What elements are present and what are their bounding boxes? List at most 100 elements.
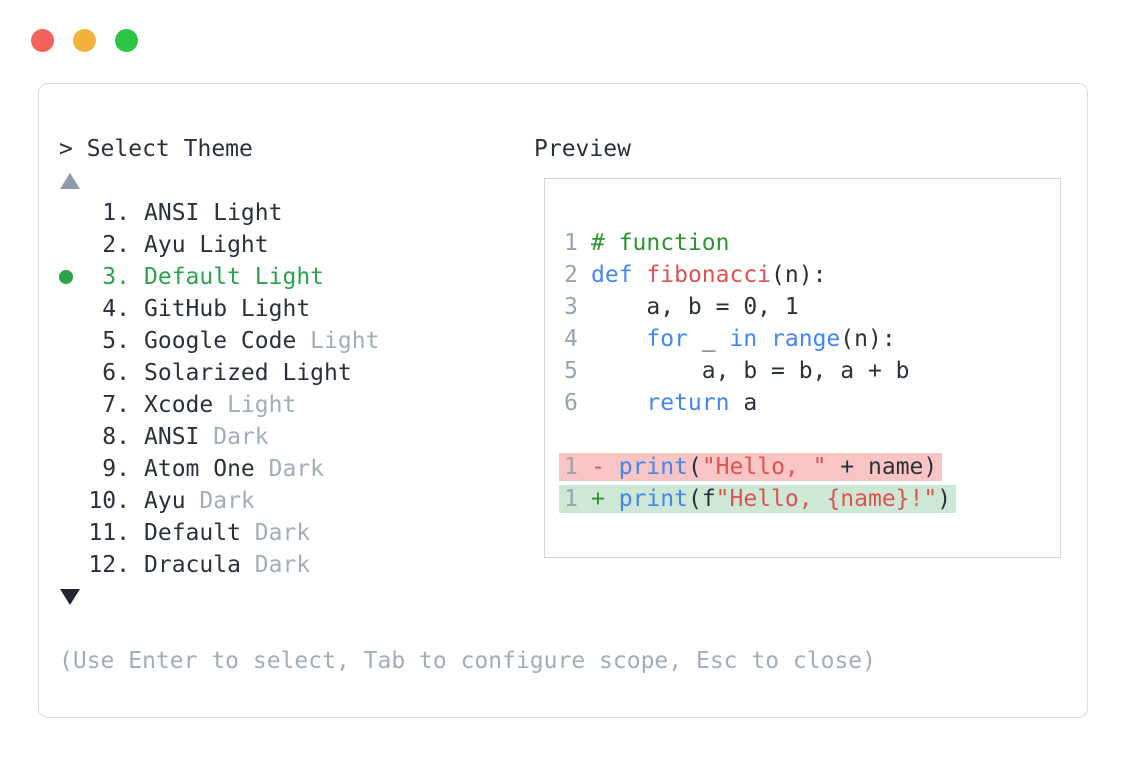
code-token: + name) [826, 454, 938, 480]
line-number: 6 [564, 390, 578, 416]
window-controls [31, 29, 138, 52]
code-token: (n): [840, 326, 896, 352]
theme-item-ansi-dark[interactable]: 8.ANSI Dark [59, 421, 529, 453]
theme-list: 1. ANSI Light 2. Ayu Light 3. Default Light 4.… [59, 197, 529, 581]
theme-item-label: Ayu Light [144, 232, 269, 258]
theme-item-variant-label: Dark [240, 552, 311, 578]
theme-item-variant-label: Dark [199, 424, 269, 450]
minimize-button-icon[interactable] [73, 29, 96, 52]
code-line-1: 1# function [564, 227, 1060, 259]
theme-item-label: Default Light [144, 264, 325, 290]
theme-item-default-dark[interactable]: 11. Default Dark [59, 517, 529, 549]
code-token: fibonacci [646, 262, 772, 288]
theme-item-label: ANSI Light [144, 200, 283, 226]
scroll-down-control[interactable] [59, 581, 529, 613]
theme-item-ayu-dark[interactable]: 10. Ayu Dark [59, 485, 529, 517]
code-token: "Hello, " [701, 454, 827, 480]
preview-label: Preview [534, 136, 631, 162]
code-token: in [729, 326, 758, 352]
code-line-5: 5 a, b = b, a + b [564, 355, 1060, 387]
keyboard-hint: (Use Enter to select, Tab to configure s… [59, 648, 876, 674]
code-token [605, 454, 619, 480]
theme-item-label: Dracula [144, 552, 241, 578]
theme-item-number: 4. [102, 296, 130, 322]
theme-item-variant-label: Light [213, 392, 297, 418]
code-token [591, 326, 646, 352]
diff-removed-line: 1- print("Hello, " + name) [559, 451, 1060, 483]
theme-item-label: Default [144, 520, 241, 546]
code-token: "Hello, {name}!" [715, 486, 938, 512]
theme-item-xcode-light[interactable]: 7. Xcode Light [59, 389, 529, 421]
code-token: a, b = 0, 1 [591, 294, 799, 320]
theme-item-label: GitHub Light [144, 296, 311, 322]
line-number: 1 [564, 454, 578, 480]
theme-item-label: ANSI [144, 424, 200, 450]
theme-item-number: 9. [102, 456, 130, 482]
theme-item-label: Ayu [144, 488, 186, 514]
line-number: 2 [564, 262, 578, 288]
selected-indicator-icon [59, 270, 87, 284]
code-blank-line [564, 419, 1060, 451]
code-token: # function [591, 230, 730, 256]
theme-item-github-light[interactable]: 4. GitHub Light [59, 293, 529, 325]
select-theme-prompt: > Select Theme [59, 136, 253, 162]
code-token: return [646, 390, 730, 416]
code-line-4: 4 for _ in range(n): [564, 323, 1060, 355]
zoom-button-icon[interactable] [115, 29, 138, 52]
theme-item-number: 2. [102, 232, 130, 258]
diff-added-line: 1 + print(f"Hello, {name}!") [559, 483, 1060, 515]
theme-item-dracula-dark[interactable]: 12. Dracula Dark [59, 549, 529, 581]
theme-item-label: Xcode [144, 392, 214, 418]
theme-item-default-light[interactable]: 3. Default Light [59, 261, 529, 293]
theme-item-label: Solarized Light [144, 360, 352, 386]
theme-item-solarized-light[interactable]: 6. Solarized Light [59, 357, 529, 389]
code-token: ) [937, 486, 952, 512]
line-number: 3 [564, 294, 578, 320]
scroll-down-icon [60, 589, 80, 605]
line-number: 5 [564, 358, 578, 384]
theme-item-label: Atom One [144, 456, 255, 482]
theme-item-number: 12. [88, 552, 130, 578]
code-line-6: 6 return a [564, 387, 1060, 419]
line-number: 4 [564, 326, 578, 352]
theme-item-variant-label: Dark [185, 488, 255, 514]
code-token: def [591, 262, 633, 288]
close-button-icon[interactable] [31, 29, 54, 52]
code-token: range [771, 326, 841, 352]
theme-item-variant-label: Dark [254, 456, 325, 482]
theme-item-ayu-light[interactable]: 2. Ayu Light [59, 229, 529, 261]
code-token [605, 486, 619, 512]
theme-item-variant-label: Dark [240, 520, 311, 546]
scroll-up-icon [60, 173, 80, 189]
code-token: ( [687, 454, 702, 480]
spacer [59, 613, 529, 645]
selected-dot-icon [59, 270, 73, 284]
code-token: (f [687, 486, 716, 512]
theme-item-number: 6. [102, 360, 130, 386]
code-token: a [729, 390, 758, 416]
theme-item-google-code-light[interactable]: 5.Google Code Light [59, 325, 529, 357]
theme-list-column: > Select Theme 1. ANSI Light 2. Ayu Light 3.… [59, 133, 876, 677]
code-token: - [591, 454, 605, 480]
theme-item-ansi-light[interactable]: 1. ANSI Light [59, 197, 529, 229]
theme-item-number: 11. [88, 520, 130, 546]
code-token: a, b = b, a + b [591, 358, 910, 384]
code-token: + [591, 486, 605, 512]
code-token: for [646, 326, 688, 352]
theme-item-number: 10. [88, 488, 130, 514]
theme-item-number: 1. [102, 200, 130, 226]
code-line-3: 3 a, b = 0, 1 [564, 291, 1060, 323]
theme-item-number: 3. [102, 264, 130, 290]
code-token: print [618, 486, 688, 512]
code-token [591, 390, 646, 416]
line-number: 1 [564, 486, 578, 512]
theme-item-number: 7. [102, 392, 130, 418]
scroll-up-control[interactable] [59, 165, 529, 197]
code-token: _ [687, 326, 730, 352]
theme-item-atom-one-dark[interactable]: 9. Atom One Dark [59, 453, 529, 485]
